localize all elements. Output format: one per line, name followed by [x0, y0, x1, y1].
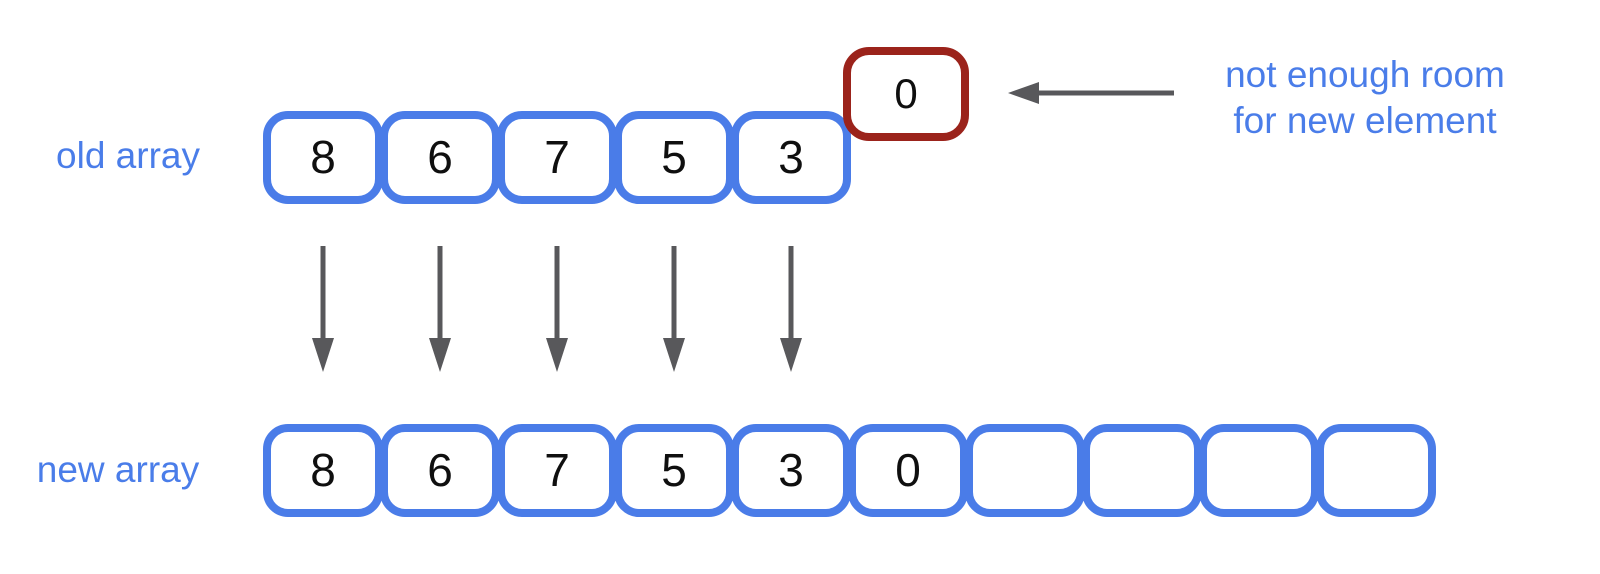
- cell-value: 6: [427, 130, 453, 183]
- left-arrow-icon: [1008, 82, 1174, 104]
- cell-value: 5: [661, 443, 687, 496]
- array-cell: 7: [497, 424, 617, 517]
- down-arrow-icon: [427, 244, 453, 374]
- array-cell: 8: [263, 111, 383, 204]
- array-cell: 7: [497, 111, 617, 204]
- annotation-line-1: not enough room: [1225, 54, 1505, 95]
- old-array-row: 8 6 7 5 3: [263, 111, 851, 204]
- cell-value: 3: [778, 130, 804, 183]
- cell-value: 7: [544, 443, 570, 496]
- cell-value: 5: [661, 130, 687, 183]
- array-cell: [1316, 424, 1436, 517]
- cell-value: 0: [895, 443, 921, 496]
- cell-value: 7: [544, 130, 570, 183]
- overflow-cell: 0: [843, 47, 969, 141]
- array-cell: 3: [731, 424, 851, 517]
- down-arrow-icon: [544, 244, 570, 374]
- overflow-cell-value: 0: [894, 70, 918, 117]
- array-cell: [965, 424, 1085, 517]
- down-arrow-icon: [661, 244, 687, 374]
- down-arrow-icon: [778, 244, 804, 374]
- array-cell: 5: [614, 424, 734, 517]
- new-array-label: new array: [36, 449, 200, 490]
- cell-value: 8: [310, 443, 336, 496]
- cell-value: 6: [427, 443, 453, 496]
- array-cell: 6: [380, 111, 500, 204]
- old-array-label: old array: [56, 135, 200, 176]
- new-array-row: 8 6 7 5 3 0: [263, 424, 1436, 517]
- array-cell: 3: [731, 111, 851, 204]
- down-arrow-icon: [310, 244, 336, 374]
- array-cell: 8: [263, 424, 383, 517]
- cell-value: 8: [310, 130, 336, 183]
- array-cell: 6: [380, 424, 500, 517]
- cell-value: 3: [778, 443, 804, 496]
- overflow-annotation: not enough room for new element: [1185, 52, 1545, 144]
- array-cell: 0: [848, 424, 968, 517]
- array-cell: [1082, 424, 1202, 517]
- annotation-line-2: for new element: [1233, 100, 1497, 141]
- array-cell: 5: [614, 111, 734, 204]
- array-cell: [1199, 424, 1319, 517]
